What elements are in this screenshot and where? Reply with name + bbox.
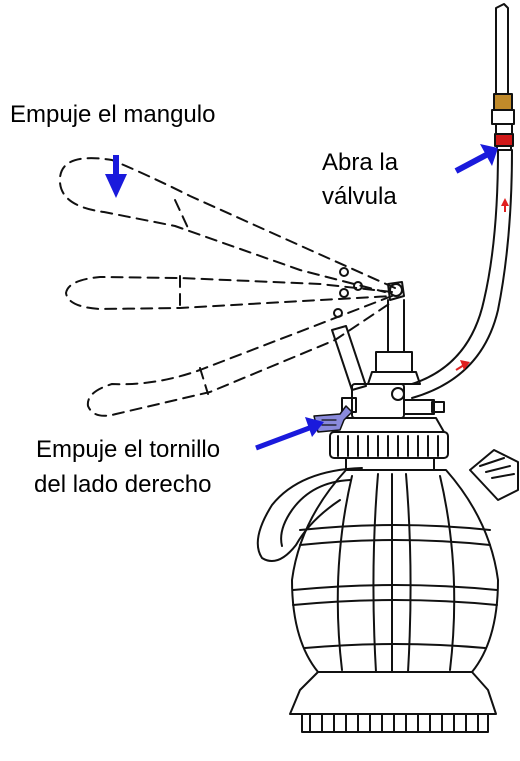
suction-hose [411, 149, 513, 399]
handle-lower-dashed [86, 295, 393, 417]
pointing-hand-icon [313, 405, 353, 433]
flow-arrow-upper [501, 198, 509, 212]
label-push-screw-line1: Empuje el tornillo [36, 436, 221, 463]
valve [491, 93, 515, 151]
label-open-valve-line1: Abra la [322, 149, 399, 176]
arrow-push-handle [105, 155, 127, 198]
canister [256, 449, 519, 733]
label-push-screw-line2: del lado derecho [34, 471, 212, 498]
handle-middle-dashed [65, 275, 393, 311]
flow-arrow-lower [455, 360, 470, 371]
arrow-open-valve [454, 144, 498, 174]
linkage-pivots [333, 267, 403, 318]
label-open-valve-line2: válvula [322, 183, 397, 210]
arrow-push-screw [255, 417, 324, 451]
label-push-handle: Empuje el mangulo [10, 101, 216, 128]
handle-upper-dashed [58, 157, 396, 293]
